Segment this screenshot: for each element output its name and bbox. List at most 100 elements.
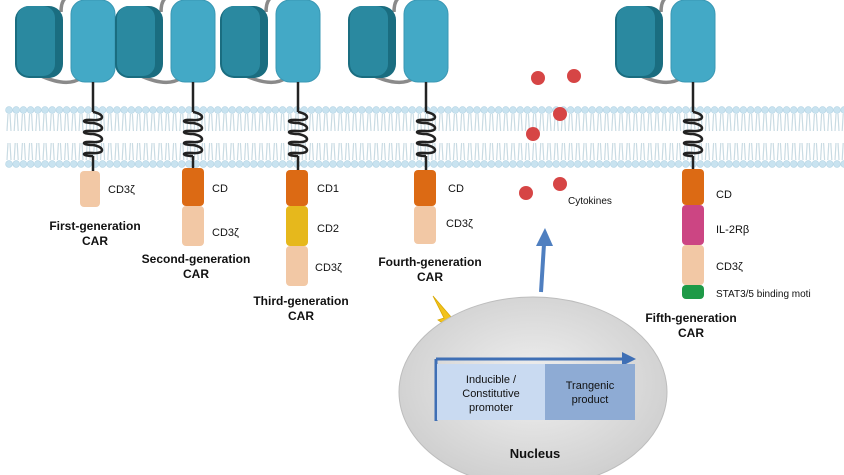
- lipid-head: [134, 106, 143, 114]
- lipid-head: [494, 106, 503, 114]
- lipid-head: [336, 160, 344, 168]
- cd3z-domain: [414, 206, 436, 244]
- lipid-head: [34, 160, 42, 168]
- lipid-head: [437, 160, 445, 168]
- costim-domain: [414, 170, 436, 206]
- cytokine-dot: [567, 69, 581, 83]
- lipid-head: [790, 106, 798, 114]
- lipid-head: [840, 160, 844, 168]
- lipid-head: [379, 160, 388, 168]
- lipid-head: [214, 106, 222, 114]
- lipid-head: [84, 160, 92, 168]
- lipid-head: [545, 160, 553, 168]
- lipid-head: [566, 106, 575, 114]
- lipid-head: [163, 106, 172, 114]
- lipid-head: [156, 160, 164, 168]
- lipid-head: [98, 160, 107, 168]
- lipid-head: [746, 160, 755, 168]
- gen4-title-line2: CAR: [417, 270, 443, 284]
- lipid-head: [725, 160, 733, 168]
- lipid-head: [538, 160, 546, 168]
- car-receptor-gen5: [615, 0, 716, 299]
- lipid-head: [307, 106, 316, 114]
- cytokine-dot: [531, 71, 545, 85]
- lipid-head: [343, 106, 352, 114]
- lipid-head: [674, 106, 683, 114]
- lipid-head: [170, 160, 179, 168]
- lipid-head: [667, 106, 676, 114]
- lipid-head: [41, 160, 49, 168]
- lipid-head: [48, 160, 56, 168]
- lipid-head: [26, 106, 35, 114]
- lipid-head: [631, 160, 640, 168]
- lipid-head: [149, 106, 157, 114]
- lipid-head: [5, 160, 13, 168]
- lipid-head: [458, 160, 467, 168]
- lipid-head: [106, 160, 114, 168]
- lipid-head: [653, 160, 661, 168]
- lipid-head: [725, 106, 733, 114]
- gen1-title-line1: First-generation: [49, 219, 140, 233]
- lipid-head: [70, 160, 78, 168]
- lipid-head: [314, 106, 323, 114]
- lipid-head: [523, 160, 532, 168]
- lipid-head: [127, 160, 136, 168]
- nucleus: Inducible / Constitutive promoter Trange…: [398, 296, 668, 475]
- lipid-head: [62, 106, 71, 114]
- lipid-head: [257, 106, 265, 114]
- lipid-head: [754, 106, 762, 114]
- lipid-head: [480, 106, 488, 114]
- lipid-head: [235, 160, 244, 168]
- lipid-head: [775, 106, 784, 114]
- gen2-title-line1: Second-generation: [142, 252, 251, 266]
- lipid-head: [120, 160, 128, 168]
- lipid-head: [682, 160, 690, 168]
- lipid-head: [286, 106, 294, 114]
- lipid-head: [77, 160, 85, 168]
- lipid-head: [365, 106, 373, 114]
- lipid-head: [408, 160, 416, 168]
- lipid-head: [199, 160, 208, 168]
- lipid-head: [26, 160, 35, 168]
- lipid-head: [62, 160, 71, 168]
- lipid-head: [833, 160, 841, 168]
- lipid-head: [322, 160, 330, 168]
- lipid-head: [502, 160, 510, 168]
- cd3z-domain: [286, 246, 308, 286]
- lipid-head: [257, 160, 265, 168]
- lipid-head: [372, 160, 380, 168]
- lipid-head: [624, 106, 632, 114]
- transcription-arrow-icon: [622, 352, 636, 366]
- secretion-arrow: [536, 228, 553, 293]
- lipid-head: [106, 106, 114, 114]
- lipid-head: [394, 106, 402, 114]
- lipid-head: [55, 106, 64, 114]
- lipid-head: [538, 106, 546, 114]
- costim-domain: [682, 169, 704, 205]
- lipid-head: [314, 160, 323, 168]
- lipid-head: [372, 106, 380, 114]
- lipid-head: [142, 106, 150, 114]
- lipid-head: [617, 106, 625, 114]
- lipid-head: [818, 106, 827, 114]
- lipid-head: [127, 106, 136, 114]
- lipid-head: [401, 106, 409, 114]
- car-receptor-gen4: [348, 0, 449, 244]
- lipid-head: [12, 160, 20, 168]
- gen3-title-line2: CAR: [288, 309, 314, 323]
- lipid-head: [480, 160, 488, 168]
- lipid-head: [840, 106, 844, 114]
- lipid-head: [70, 106, 78, 114]
- lipid-head: [228, 106, 236, 114]
- gen5-costim-label: CD: [716, 189, 732, 201]
- lipid-head: [811, 160, 820, 168]
- lipid-head: [746, 106, 755, 114]
- gen4-costim-label: CD: [448, 183, 464, 195]
- lipid-head: [602, 106, 611, 114]
- cd3z-domain: [80, 171, 100, 207]
- lipid-head: [552, 160, 560, 168]
- lipid-head: [113, 160, 121, 168]
- lipid-head: [386, 106, 395, 114]
- lipid-head: [163, 160, 172, 168]
- lipid-head: [458, 106, 467, 114]
